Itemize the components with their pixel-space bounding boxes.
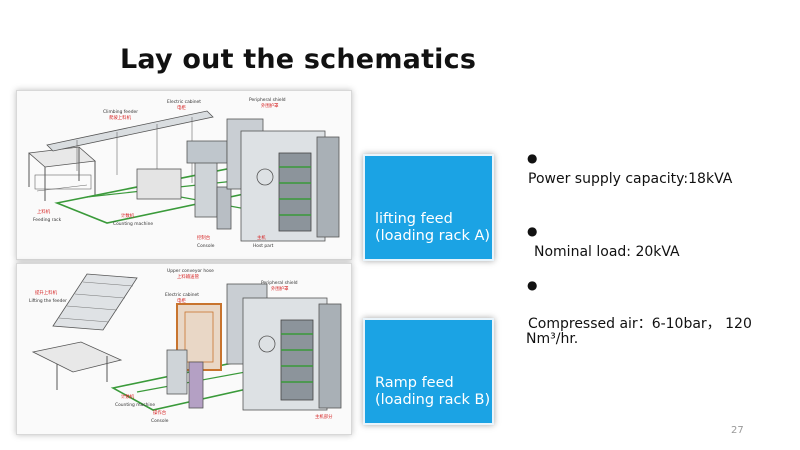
lifting-feed-line1: lifting feed [375,211,453,227]
label-peripheral-shield-b: Peripheral shield [261,280,298,286]
label-counting-machine-cn: 计数机 [121,212,135,219]
label-host-part-cn: 主机 [257,234,266,241]
label-electric-cabinet-b-cn: 电柜 [177,297,186,304]
host-part-drawing [226,118,340,242]
counting-machine-drawing [136,140,232,230]
label-electric-cabinet: Electric cabinet [167,99,201,105]
spec-compressed-air-line2: Nm³/hr. [526,331,579,347]
label-host-part-b-cn: 主机部分 [315,413,333,420]
label-electric-cabinet-cn: 电柜 [177,104,186,111]
ramp-feed-line1: Ramp feed [375,375,454,391]
bullet-air: ● [527,278,538,292]
label-console-cn: 控制台 [197,234,211,241]
spec-nominal-load: Nominal load: 20kVA [534,244,680,260]
label-console-b-cn: 操作台 [153,409,167,416]
label-upper-conveyor-hose-cn: 上料输送管 [177,273,200,280]
label-feeding-rack: Feeding rack [33,217,62,223]
schematic-b-drawing: Upper conveyor hose 上料输送管 Peripheral shi… [29,268,342,424]
schematic-a-drawing: Electric cabinet 电柜 Peripheral shield 外围… [28,97,340,249]
lifting-feed-box: lifting feed (loading rack A) [363,154,494,261]
schematic-diagram-b: Upper conveyor hose 上料输送管 Peripheral shi… [16,263,352,435]
label-climbing-feeder-cn: 爬坡上料机 [109,114,132,121]
label-counting-machine: Counting machine [113,221,153,227]
label-feeding-rack-cn: 上料机 [37,208,51,215]
lifting-feeder-drawing [31,273,138,390]
label-counting-machine-b: Counting machine [115,402,155,408]
ramp-feed-box: Ramp feed (loading rack B) [363,318,494,425]
label-host-part: Host part [253,243,274,249]
label-console: Console [197,243,215,249]
label-counting-machine-b-cn: 计数机 [121,393,135,400]
counting-machine-b-drawing [166,349,204,409]
label-console-b: Console [151,418,169,424]
label-lifting-feeder: Lifting the feeder [29,298,67,304]
host-part-b-drawing [226,283,342,411]
label-upper-conveyor-hose: Upper conveyor hose [167,268,214,274]
slide-title: Lay out the schematics [120,44,477,75]
bullet-power: ● [527,151,538,165]
spec-compressed-air-line1: Compressed air：6-10bar， 120 [528,316,752,332]
spec-power-supply: Power supply capacity:18kVA [528,171,733,187]
feeding-rack-drawing [28,146,96,201]
label-peripheral-shield-cn: 外围护罩 [261,102,279,109]
page-number: 27 [731,425,744,436]
label-electric-cabinet-b: Electric cabinet [165,292,199,298]
label-peripheral-shield: Peripheral shield [249,97,286,103]
label-climbing-feeder: Climbing feeder [103,109,138,115]
label-lifting-feeder-cn: 提升上料机 [35,289,58,296]
schematic-diagram-a: Electric cabinet 电柜 Peripheral shield 外围… [16,90,352,260]
bullet-load: ● [527,224,538,238]
ramp-feed-line2: (loading rack B) [375,392,491,408]
label-peripheral-shield-b-cn: 外围护罩 [271,285,289,292]
lifting-feed-line2: (loading rack A) [375,228,491,244]
